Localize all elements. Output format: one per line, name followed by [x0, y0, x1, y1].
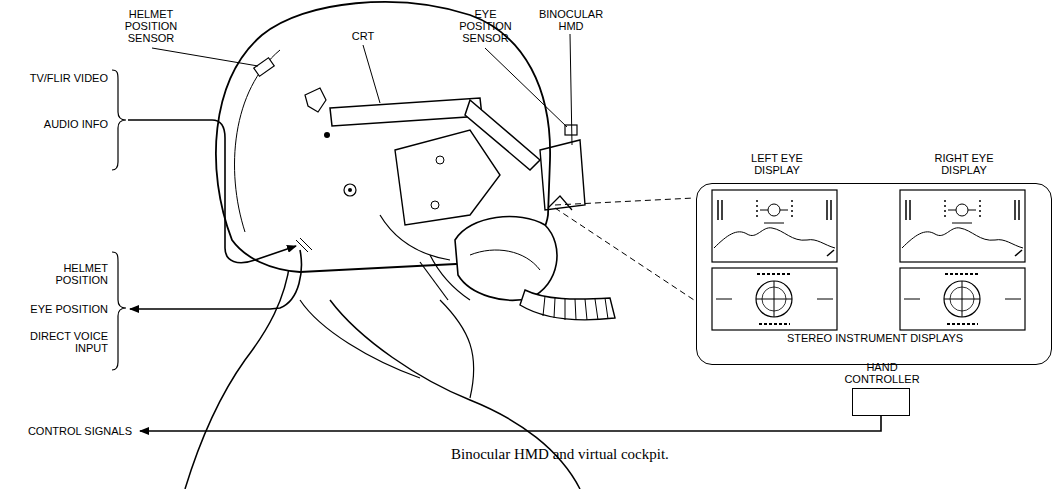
figure-caption: Binocular HMD and virtual cockpit.: [451, 446, 669, 463]
signal-label: EYE POSITION: [10, 303, 108, 315]
signal-label: TV/FLIR VIDEO: [20, 72, 108, 84]
signal-label: DIRECT VOICE INPUT: [20, 330, 108, 354]
hand-controller-box: HAND CONTROLLER: [852, 388, 910, 416]
sensor-label: HELMET POSITION SENSOR: [105, 8, 197, 44]
part-label: CRT: [340, 30, 386, 42]
node-label: RIGHT EYE DISPLAY: [919, 152, 1009, 176]
part-label: BINOCULAR HMD: [536, 8, 606, 32]
node-label: STEREO INSTRUMENT DISPLAYS: [775, 332, 975, 344]
node-label: HAND CONTROLLER: [837, 361, 927, 385]
signal-label: AUDIO INFO: [20, 118, 108, 130]
sensor-label: EYE POSITION SENSOR: [448, 8, 523, 44]
display-panel: LEFT EYE DISPLAYRIGHT EYE DISPLAYSTEREO …: [696, 183, 1052, 365]
signal-label: HELMET POSITION: [20, 262, 108, 286]
node-label: LEFT EYE DISPLAY: [732, 152, 822, 176]
signal-label: CONTROL SIGNALS: [20, 425, 132, 437]
